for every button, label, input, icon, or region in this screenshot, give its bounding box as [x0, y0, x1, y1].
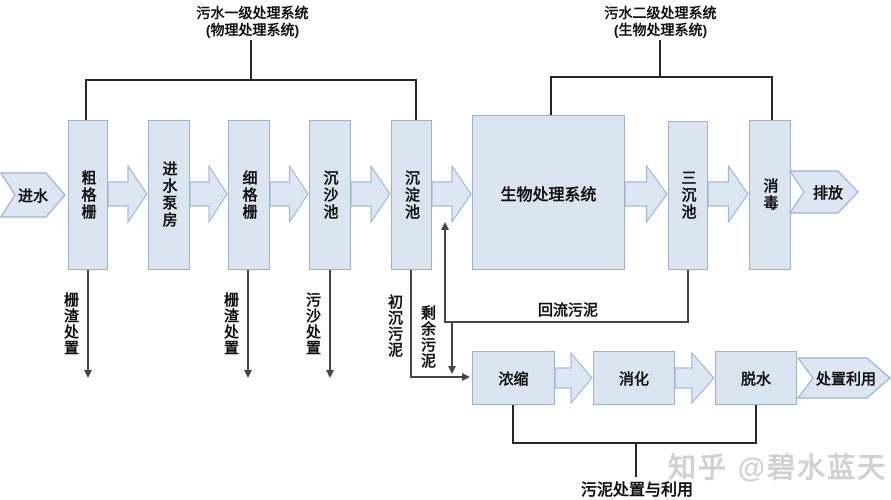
discharge-arrow: 排放: [789, 170, 859, 214]
secondary-system-title-line1: 污水二级处理系统: [604, 5, 717, 21]
sludge-bracket-stem: [635, 442, 637, 477]
primary-bracket-left-drop: [85, 79, 87, 121]
zhihu-watermark: 知乎 @碧水蓝天: [668, 452, 888, 483]
stage-label-disinfection: 消毒: [761, 178, 779, 212]
return-sludge-horizontal-line: [444, 321, 689, 323]
primary-system-title-line1: 污水一级处理系统: [196, 5, 309, 21]
sludge-section-label: 污泥处置与利用: [580, 482, 693, 499]
flow-arrow-7: [708, 165, 749, 223]
secondary-bracket-stem: [659, 40, 661, 78]
primary-sludge-line-vertical: [410, 270, 412, 378]
stage-box-biological-treatment: 生物处理系统: [472, 115, 625, 270]
stage-label-inlet-pump-house: 进水泵房: [160, 161, 178, 229]
sludge-label-digestion: 消化: [618, 370, 649, 388]
stage-box-coarse-screen: 粗格栅: [68, 120, 108, 270]
sludge-bracket-right-drop: [755, 405, 757, 444]
stage-label-biological-treatment: 生物处理系统: [500, 186, 597, 204]
stage-box-inlet-pump-house: 进水泵房: [148, 120, 190, 270]
stage-label-grit-chamber: 沉沙池: [321, 169, 339, 221]
stage-box-disinfection: 消毒: [749, 120, 791, 270]
chevron-arrow-icon: [0, 172, 66, 218]
down-arrowhead-icon: [244, 370, 252, 378]
sludge-box-digestion: 消化: [593, 351, 675, 405]
chevron-arrow-icon: [789, 170, 859, 214]
return-sludge-label: 回流污泥: [538, 302, 599, 319]
stage-label-fine-screen: 细格栅: [240, 169, 258, 221]
flow-arrow-2: [190, 165, 228, 223]
down-arrowhead-icon: [84, 370, 92, 378]
secondary-bracket-left-drop: [550, 76, 552, 116]
stage-box-fine-screen: 细格栅: [228, 120, 270, 270]
flow-arrow-5: [432, 165, 472, 223]
primary-sludge-line-horizontal: [410, 376, 463, 378]
secondary-bracket-right-drop: [771, 76, 773, 121]
stage-box-grit-chamber: 沉沙池: [309, 120, 351, 270]
sludge-bracket-left-drop: [512, 405, 514, 444]
excess-sludge-branch-line: [451, 321, 453, 368]
inlet-label: 进水: [17, 187, 48, 205]
stage-label-coarse-screen: 粗格栅: [79, 169, 97, 221]
disposal-utilization-arrow: 处置利用: [797, 357, 891, 399]
sludge-flow-arrow-2: [675, 352, 715, 404]
byproduct-label-screenings-2: 栅渣处置: [222, 292, 239, 356]
stage-box-primary-sedimentation: 沉淀池: [391, 120, 432, 270]
return-sludge-drop-line: [687, 270, 689, 323]
sludge-bracket-horizontal: [512, 442, 757, 444]
secondary-system-title-line2: (生物处理系统): [613, 22, 708, 38]
stage-box-final-sedimentation: 三沉池: [668, 121, 708, 270]
screenings-line-1: [87, 270, 89, 372]
primary-bracket-horizontal: [85, 79, 417, 81]
down-arrowhead-icon: [448, 366, 456, 374]
primary-system-title: 污水一级处理系统 (物理处理系统): [160, 5, 345, 39]
flow-arrow-4: [351, 165, 391, 223]
sludge-flow-arrow-1: [555, 352, 593, 404]
sludge-box-thickening: 浓缩: [472, 351, 555, 405]
sludge-box-dewatering: 脱水: [715, 351, 797, 405]
flow-arrow-6: [625, 165, 668, 223]
sludge-label-thickening: 浓缩: [498, 370, 529, 388]
primary-bracket-stem: [250, 40, 252, 81]
up-arrowhead-icon: [441, 222, 449, 230]
sludge-label-dewatering: 脱水: [740, 370, 771, 388]
byproduct-label-screenings-1: 栅渣处置: [62, 292, 79, 356]
inlet-arrow: 进水: [0, 172, 66, 218]
primary-system-title-line2: (物理处理系统): [205, 22, 300, 38]
flow-arrow-1: [108, 165, 148, 223]
down-arrowhead-icon: [326, 370, 334, 378]
screenings-line-2: [247, 270, 249, 372]
discharge-label: 排放: [812, 184, 843, 202]
secondary-bracket-horizontal: [550, 76, 773, 78]
flow-arrow-3: [270, 165, 309, 223]
secondary-system-title: 污水二级处理系统 (生物处理系统): [568, 5, 753, 39]
grit-line: [329, 270, 331, 372]
stage-label-final-sedimentation: 三沉池: [679, 170, 697, 221]
chevron-arrow-icon: [797, 357, 891, 399]
disposal-utilization-label: 处置利用: [815, 370, 876, 388]
return-sludge-riser-line: [444, 230, 446, 323]
primary-bracket-right-drop: [415, 79, 417, 121]
right-arrowhead-icon: [462, 373, 470, 381]
byproduct-label-grit: 污沙处置: [304, 292, 321, 356]
byproduct-label-primary-sludge: 初沉污泥: [386, 294, 403, 358]
stage-label-primary-sedimentation: 沉淀池: [403, 169, 420, 221]
byproduct-label-excess-sludge: 剩余污泥: [419, 305, 436, 369]
